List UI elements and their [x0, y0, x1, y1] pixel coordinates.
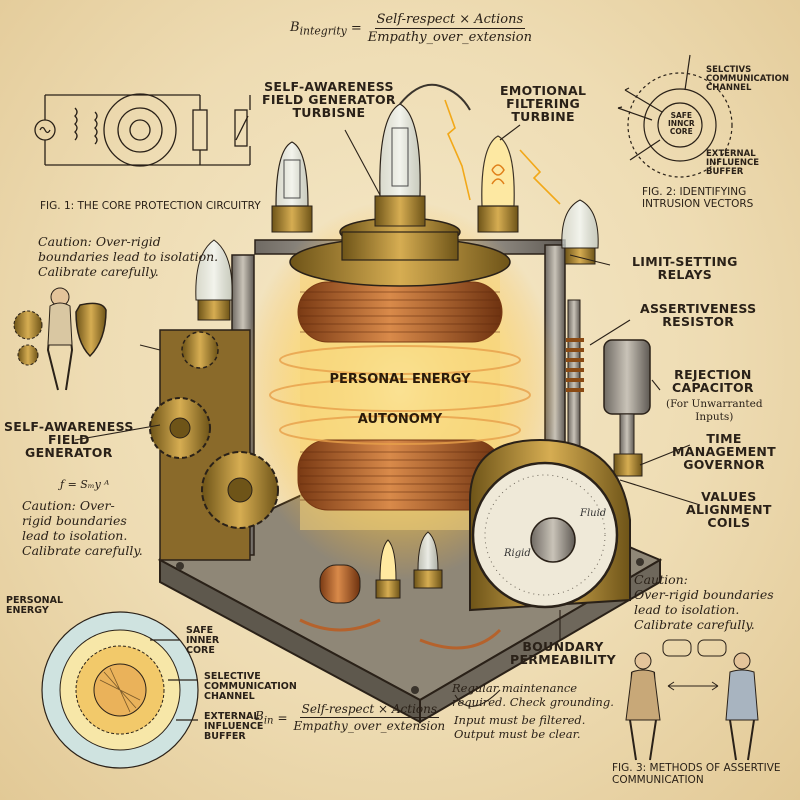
- fig1-circuit: [34, 93, 251, 167]
- rings-diagram: [41, 611, 199, 769]
- core-text-line1: PERSONAL ENERGY: [329, 372, 471, 387]
- dial-label-fluid: Fluid: [580, 508, 607, 519]
- rings-label-external: EXTERNAL INFLUENCE BUFFER: [204, 711, 264, 742]
- right-components: [566, 299, 651, 477]
- formula-bottom-fraction: Self-respect × Actions Empathy_over_exte…: [292, 702, 448, 733]
- central-coil: [269, 217, 531, 530]
- formula-top-denominator: Empathy_over_extension: [367, 30, 532, 45]
- formula-bottom-lhs: Bin: [255, 709, 273, 726]
- fig2-label-buffer: EXTERNAL INFLUENCE BUFFER: [706, 149, 760, 177]
- shield-figure: [13, 287, 107, 391]
- label-values-coils: VALUES ALIGNMENT COILS: [686, 489, 772, 531]
- formula-top-lhs: Bintegrity: [290, 20, 347, 38]
- label-rejection-capacitor: REJECTION CAPACITOR: [672, 367, 754, 396]
- maintenance-note: Regular maintenance required. Check grou…: [452, 681, 614, 709]
- io-note: Input must be filtered. Output must be c…: [454, 713, 586, 741]
- caution-note-left: Caution: Over- rigid boundaries lead to …: [22, 498, 143, 558]
- lightning-sparks: [444, 99, 561, 205]
- rings-label-selective: SELECTIVE COMMUNICATION CHANNEL: [204, 671, 297, 702]
- formula-top-numerator: Self-respect × Actions: [374, 12, 526, 29]
- label-boundary-permeability: BOUNDARY PERMEABILITY: [510, 639, 616, 668]
- fig1-caption: FIG. 1: THE CORE PROTECTION CIRCUITRY: [40, 200, 261, 212]
- scribble-formula: ƒ = Sₘy ᴬ: [60, 478, 110, 491]
- insulator-right: [561, 199, 599, 265]
- leader-lines: [74, 124, 701, 707]
- dial-label-rigid: Rigid: [504, 548, 531, 559]
- label-turbine-left: SELF-AWARENESS FIELD GENERATOR TURBISNE: [262, 79, 396, 121]
- formula-top-sub: integrity: [299, 24, 347, 38]
- label-limit-relays: LIMIT-SETTING RELAYS: [632, 254, 738, 283]
- formula-bottom: Bin = Self-respect × Actions Empathy_ove…: [255, 702, 447, 733]
- label-rejection-sub: (For Unwarranted Inputs): [666, 398, 763, 423]
- formula-bottom-numerator: Self-respect × Actions: [299, 702, 440, 718]
- tube-right: [477, 135, 519, 233]
- formula-top-eq: =: [350, 21, 362, 36]
- label-generator-left: SELF-AWARENESS FIELD GENERATOR: [4, 419, 134, 461]
- formula-top-fraction: Self-respect × Actions Empathy_over_exte…: [366, 12, 534, 45]
- formula-bottom-eq: =: [277, 710, 288, 725]
- rings-label-personal: PERSONAL ENERGY: [6, 595, 64, 616]
- caution-note-top: Caution: Over-rigid boundaries lead to i…: [38, 234, 219, 279]
- rings-label-safe: SAFE INNER CORE: [186, 625, 220, 656]
- formula-top: Bintegrity = Self-respect × Actions Empa…: [290, 12, 534, 45]
- formula-bottom-b: B: [255, 708, 264, 723]
- assertive-figures: [625, 639, 759, 761]
- boundary-dial-assembly: [469, 438, 631, 612]
- label-turbine-right: EMOTIONAL FILTERING TURBINE: [500, 83, 587, 125]
- formula-top-b: B: [290, 19, 300, 35]
- formula-bottom-denominator: Empathy_over_extension: [293, 719, 446, 733]
- caution-note-right: Caution: Over-rigid boundaries lead to i…: [634, 572, 774, 632]
- insulator-left: [195, 239, 233, 321]
- fig2-target: [617, 54, 733, 178]
- tube-center: [374, 83, 471, 227]
- front-components: [299, 531, 502, 650]
- fig2-label-selective: SELCTIVS COMMUNICATION CHANNEL: [706, 65, 790, 93]
- label-assertiveness-resistor: ASSERTIVENESS RESISTOR: [640, 301, 757, 330]
- fig2-label-core: SAFE INNCR CORE: [668, 111, 695, 136]
- fig3-caption: FIG. 3: METHODS OF ASSERTIVE COMMUNICATI…: [612, 762, 781, 787]
- fig2-caption: FIG. 2: IDENTIFYING INTRUSION VECTORS: [642, 186, 754, 211]
- formula-bottom-sub: in: [263, 715, 274, 727]
- label-time-governor: TIME MANAGEMENT GOVERNOR: [672, 431, 777, 473]
- gear-stack-left: [149, 329, 279, 561]
- core-text-line2: AUTONOMY: [357, 412, 443, 427]
- tube-left: [271, 141, 313, 233]
